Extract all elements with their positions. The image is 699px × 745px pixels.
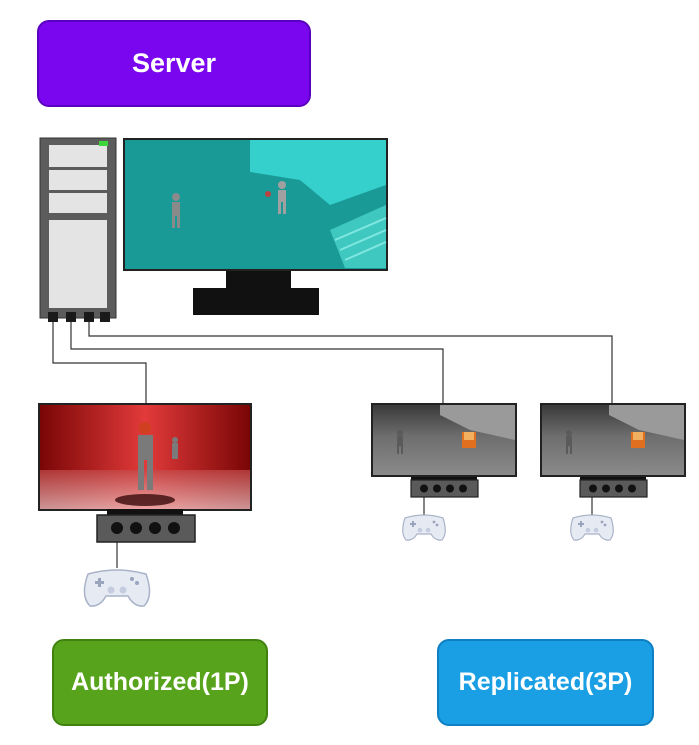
gamepad-icon (83, 569, 151, 607)
link-to-1p (52, 319, 147, 404)
game-console-icon (96, 514, 196, 543)
client-3p-screen (540, 403, 686, 482)
link-to-3p-b (88, 319, 613, 404)
authorized-label: Authorized(1P) (52, 639, 268, 726)
game-console-icon (579, 479, 648, 498)
gamepad-icon (570, 514, 614, 541)
client-1p-screen (38, 403, 252, 516)
gamepad-icon (402, 514, 446, 541)
client-3p-screen (371, 403, 517, 482)
tower-computer-icon (39, 137, 117, 322)
link-to-3p-a (70, 319, 444, 404)
character-figure (172, 193, 180, 228)
monitor-icon (123, 138, 388, 315)
character-figure (265, 181, 286, 214)
game-console-icon (410, 479, 479, 498)
replicated-label: Replicated(3P) (437, 639, 654, 726)
server-label: Server (37, 20, 311, 107)
connection-lines (52, 319, 613, 568)
